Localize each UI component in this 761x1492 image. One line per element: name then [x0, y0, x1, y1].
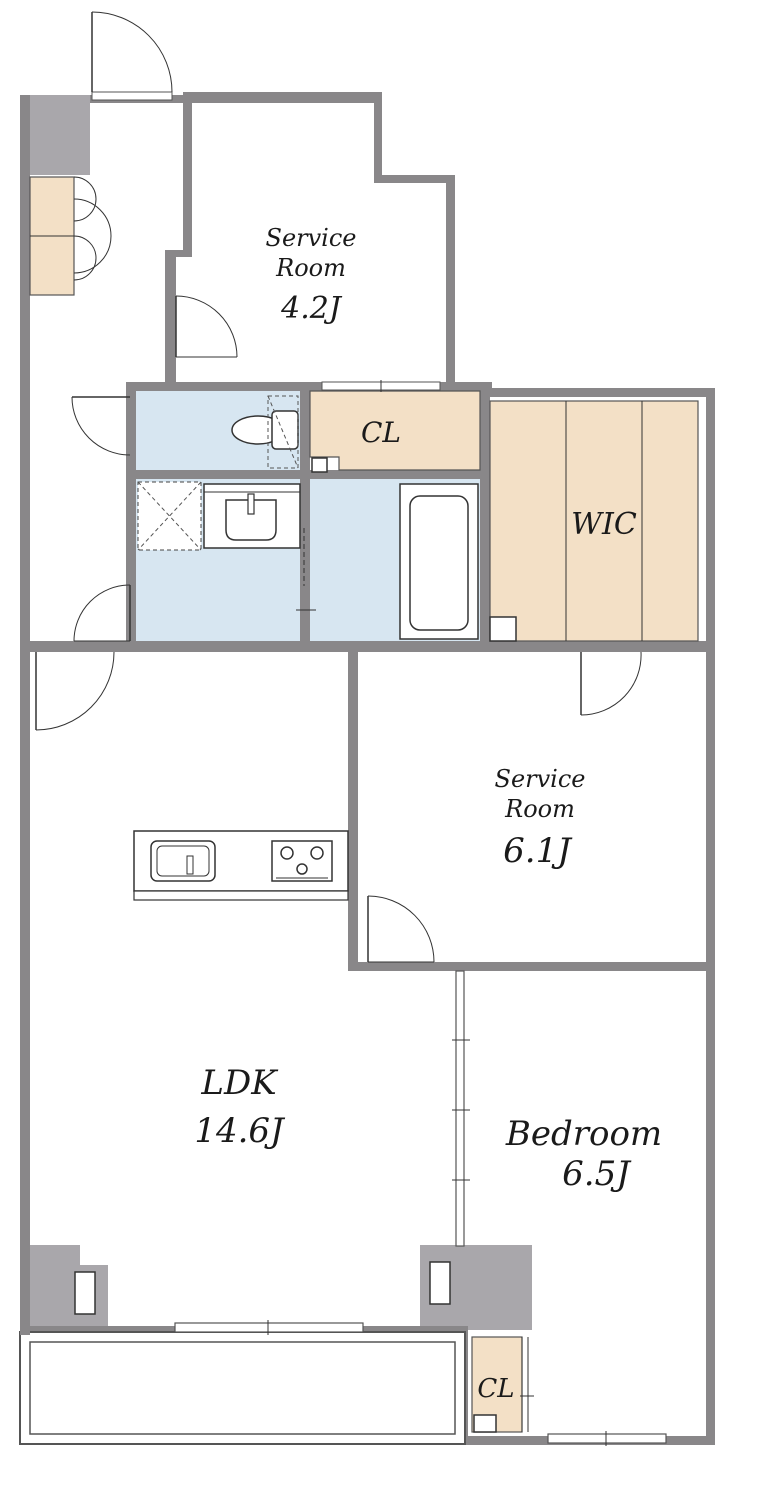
storage-areas — [29, 176, 699, 1433]
door-toilet — [71, 396, 131, 456]
label-service-room-2-room: Room — [504, 795, 575, 823]
walk-in-closet — [489, 400, 699, 642]
label-service-room-1-room: Room — [275, 254, 346, 282]
room-labels: Service Room 4.2J CL WIC Service Room 6.… — [194, 224, 662, 1404]
balcony — [19, 1331, 466, 1445]
toilet-icon — [231, 395, 299, 469]
label-service-room-2: Service — [495, 765, 586, 793]
label-service-room-1: Service — [266, 224, 357, 252]
sink-icon — [150, 840, 216, 882]
door-washroom — [73, 584, 131, 642]
kitchen-counter — [133, 830, 349, 901]
exterior-walls — [19, 92, 715, 1445]
label-closet-1: CL — [361, 416, 401, 449]
window-ldk — [174, 1322, 364, 1333]
windows — [174, 1320, 667, 1446]
door-service-room-1 — [175, 295, 238, 358]
label-ldk-size: 14.6J — [194, 1111, 286, 1151]
closet-1 — [309, 390, 481, 471]
doors — [35, 11, 642, 1397]
door-wic — [580, 651, 642, 716]
bathtub-icon — [399, 483, 479, 640]
label-closet-2: CL — [477, 1374, 514, 1404]
washing-machine-space — [137, 481, 202, 551]
label-bedroom-size: 6.5J — [562, 1154, 632, 1194]
washbasin-icon — [203, 483, 301, 549]
stove-icon — [271, 840, 333, 882]
label-bedroom: Bedroom — [505, 1114, 662, 1154]
interior-walls — [20, 95, 715, 1335]
door-service-room-2 — [367, 895, 435, 963]
label-service-room-2-size: 6.1J — [503, 831, 573, 871]
wet-areas — [136, 391, 480, 641]
label-wic: WIC — [571, 507, 637, 542]
label-service-room-1-size: 4.2J — [280, 291, 343, 326]
label-ldk: LDK — [200, 1063, 279, 1103]
structural-columns — [20, 95, 532, 1330]
window-bedroom — [547, 1433, 667, 1444]
entrance-door — [91, 11, 173, 101]
door-ldk — [35, 651, 115, 731]
